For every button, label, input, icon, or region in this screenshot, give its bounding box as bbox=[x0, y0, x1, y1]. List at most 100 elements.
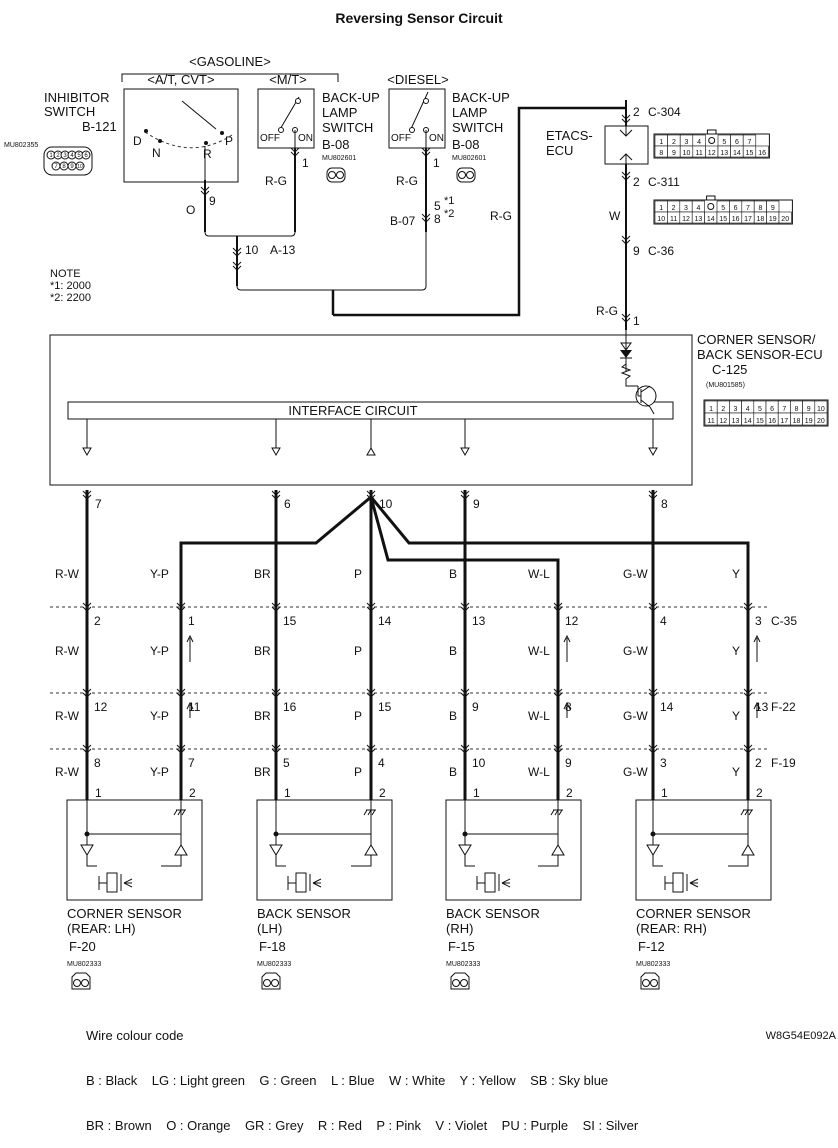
mt-label: <M/T> bbox=[269, 72, 307, 87]
b07-pin-8: 8 bbox=[434, 212, 441, 226]
c35-pin: 1 bbox=[188, 614, 195, 628]
diesel-switch-pin: 1 bbox=[433, 156, 440, 170]
sensor-pin-1: 1 bbox=[661, 786, 668, 800]
inhibitor-code: B-121 bbox=[82, 119, 117, 134]
transducer-icon bbox=[106, 872, 118, 893]
mt-switch-part: MU802601 bbox=[322, 155, 356, 162]
wire-colour-label: P bbox=[354, 709, 362, 723]
sensor-name-1: BACK SENSOR bbox=[257, 906, 351, 921]
f22-pin: 11 bbox=[188, 700, 201, 714]
f19-pin: 9 bbox=[565, 756, 572, 770]
wire-colour-label: W-L bbox=[528, 765, 550, 779]
b07-mark-1: *1 bbox=[444, 195, 454, 207]
wire-colour-label: R-W bbox=[55, 709, 80, 723]
backup-switch-mt: OFF ON BACK-UP LAMP SWITCH B-08 MU802601… bbox=[257, 88, 380, 188]
connector-pin: 5 bbox=[758, 406, 762, 413]
ecu-in-arrow bbox=[366, 446, 376, 456]
f22-pin: 13 bbox=[755, 700, 769, 714]
connector-pin: 9 bbox=[807, 406, 811, 413]
ecu-output-pin: 8 bbox=[661, 497, 668, 511]
c304-pin: 2 bbox=[633, 105, 640, 119]
inhibitor-name-2: SWITCH bbox=[44, 104, 95, 119]
connector-pin: 13 bbox=[695, 216, 703, 223]
f22-pin: 12 bbox=[94, 700, 108, 714]
mt-off-label: OFF bbox=[260, 133, 280, 144]
f19-pin: 4 bbox=[378, 756, 385, 770]
sensor-pin-1: 1 bbox=[95, 786, 102, 800]
inhibitor-pos-r: R bbox=[203, 147, 212, 161]
note-2: *2: 2200 bbox=[50, 292, 91, 304]
connector-pin: 3 bbox=[684, 205, 688, 212]
wire-colour-label: W-L bbox=[528, 644, 550, 658]
legend-line-1: B : Black LG : Light green G : Green L :… bbox=[86, 1073, 609, 1088]
sensor-name-1: CORNER SENSOR bbox=[636, 906, 751, 921]
sensor-tx-arrow bbox=[269, 844, 283, 856]
transducer-icon bbox=[295, 872, 307, 893]
backup-switch-diesel: OFF ON BACK-UP LAMP SWITCH B-08 MU802601… bbox=[388, 88, 510, 188]
c36-pin: 9 bbox=[633, 244, 640, 258]
f19-pin: 5 bbox=[283, 756, 290, 770]
ecu-out-arrow bbox=[648, 447, 658, 457]
connector-pin: 2 bbox=[721, 406, 725, 413]
sensor-tx-arrow bbox=[80, 844, 94, 856]
sensor-code: F-12 bbox=[638, 939, 665, 954]
svg-text:8: 8 bbox=[62, 164, 66, 170]
sensor-connector-icon bbox=[261, 972, 281, 990]
wire-colour-label: R-W bbox=[55, 765, 80, 779]
mt-switch-connector-icon bbox=[326, 167, 346, 183]
connector-pin: 9 bbox=[771, 205, 775, 212]
sensor-name-2: (RH) bbox=[446, 921, 473, 936]
wire-colour-label: Y bbox=[732, 709, 740, 723]
wire-colour-label: Y-P bbox=[150, 644, 169, 658]
f22-pin: 16 bbox=[283, 700, 297, 714]
sensor-part: MU802333 bbox=[67, 961, 101, 968]
sensor-name-1: BACK SENSOR bbox=[446, 906, 540, 921]
connector-pin: 4 bbox=[697, 139, 701, 146]
sensor-pin-2: 2 bbox=[189, 786, 196, 800]
svg-text:4: 4 bbox=[70, 153, 74, 159]
wiring-diagram: Reversing Sensor Circuit <GASOLINE> <A/T… bbox=[4, 10, 829, 990]
svg-text:9: 9 bbox=[70, 164, 74, 170]
wire-colour-label: B bbox=[449, 567, 457, 581]
connector-pin: 18 bbox=[757, 216, 765, 223]
connector-pin: 12 bbox=[708, 150, 716, 157]
sensor-pin-1: 1 bbox=[284, 786, 291, 800]
corner-sensor-ecu: CORNER SENSOR/ BACK SENSOR-ECU C-125 (MU… bbox=[49, 330, 823, 486]
wire-colour-label: Y bbox=[732, 567, 740, 581]
f19-pin: 10 bbox=[472, 756, 486, 770]
wire-colour-label: R-W bbox=[55, 567, 80, 581]
ecu-output-pin: 10 bbox=[379, 497, 393, 511]
connector-pin: 1 bbox=[659, 205, 663, 212]
inhibitor-pos-p: P bbox=[225, 134, 233, 148]
etacs-wire-rg: R-G bbox=[596, 304, 618, 318]
f22-code: F-22 bbox=[771, 700, 796, 714]
sensor-connector-icon bbox=[640, 972, 660, 990]
connector-pin: 15 bbox=[746, 150, 754, 157]
gasoline-bracket bbox=[121, 73, 339, 82]
f19-code: F-19 bbox=[771, 756, 796, 770]
connector-pin: 7 bbox=[782, 406, 786, 413]
ecu-name-2: BACK SENSOR-ECU bbox=[697, 347, 823, 362]
wire-colour-label: B bbox=[449, 644, 457, 658]
connector-pin: 4 bbox=[696, 205, 700, 212]
wire-colour-label: BR bbox=[254, 644, 271, 658]
connector-pin: 20 bbox=[781, 216, 789, 223]
ground-wire-corner-rh bbox=[369, 496, 750, 800]
ecu-output-pin: 6 bbox=[284, 497, 291, 511]
diesel-switch-code: B-08 bbox=[452, 137, 479, 152]
diesel-switch-part: MU802601 bbox=[452, 155, 486, 162]
wire-colour-label: Y bbox=[732, 644, 740, 658]
connector-pin: 3 bbox=[734, 406, 738, 413]
svg-text:5: 5 bbox=[77, 153, 81, 159]
connector-pin: 15 bbox=[756, 418, 764, 425]
sensor-connector-icon bbox=[450, 972, 470, 990]
connector-pin: 13 bbox=[720, 150, 728, 157]
ecu-code: C-125 bbox=[712, 362, 747, 377]
sensor-name-1: CORNER SENSOR bbox=[67, 906, 182, 921]
interface-circuit-label: INTERFACE CIRCUIT bbox=[288, 403, 417, 418]
connector-pin: 10 bbox=[657, 216, 665, 223]
ecu-out-arrow bbox=[460, 447, 470, 457]
